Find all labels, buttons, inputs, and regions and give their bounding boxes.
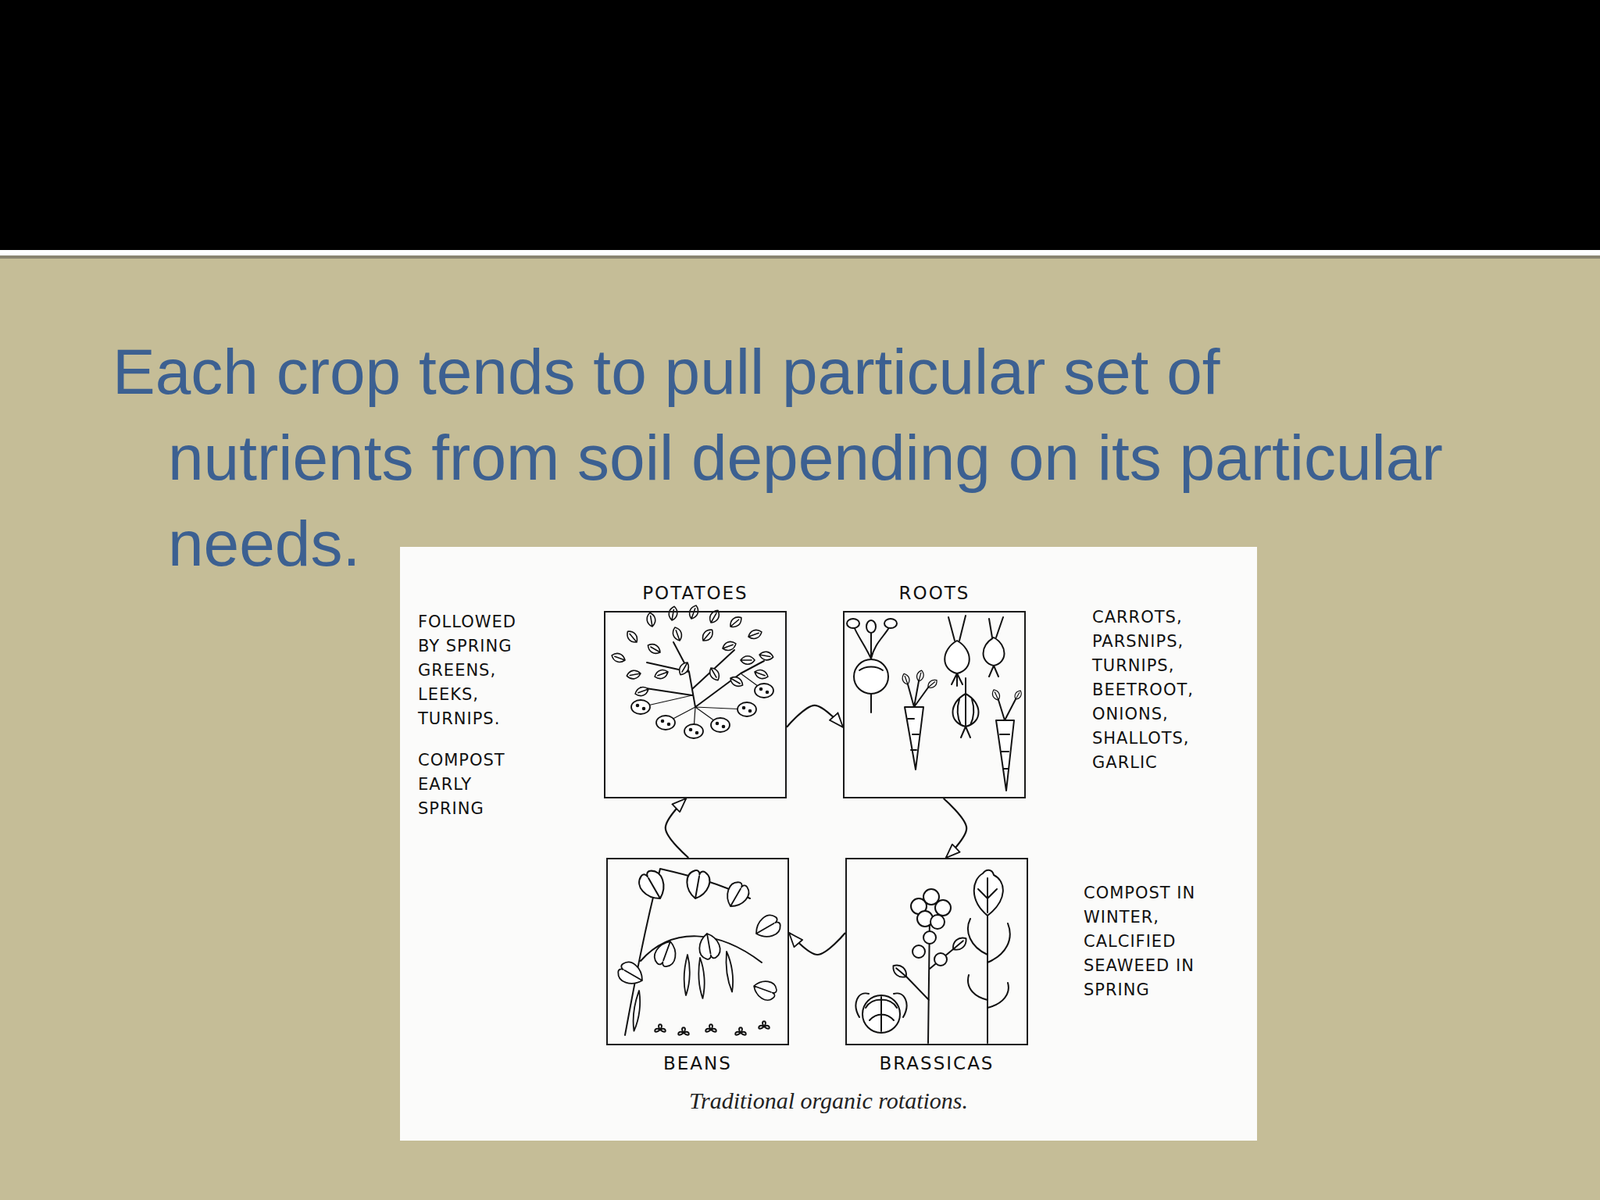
bed-heading: ROOTS — [844, 582, 1025, 604]
side-note: COMPOST IN WINTER, CALCIFIED SEAWEED IN … — [1083, 881, 1218, 1003]
header-rule — [0, 250, 1600, 256]
figure-caption: Traditional organic rotations. — [400, 1087, 1258, 1115]
potato-plant — [610, 603, 774, 739]
rotation-bed: BRASSICAS — [845, 857, 1029, 1046]
bed-heading: POTATOES — [605, 582, 786, 604]
rotation-arrow — [789, 932, 846, 955]
header-bar — [0, 0, 1600, 250]
root-vegetables — [846, 615, 1023, 791]
side-note: CARROTS, PARSNIPS, TURNIPS, BEETROOT, ON… — [1092, 605, 1218, 775]
side-note: FOLLOWED BY SPRING GREENS, LEEKS, TURNIP… — [417, 610, 536, 732]
slide-text: Each crop tends to pull particular set o… — [112, 328, 1465, 587]
rotation-bed: ROOTS — [842, 610, 1026, 799]
header-shadow — [0, 255, 1600, 259]
rotation-bed: POTATOES — [603, 610, 787, 799]
bean-plant — [614, 867, 783, 1036]
rotation-bed: BEANS — [606, 857, 790, 1046]
bed-heading: BRASSICAS — [846, 1053, 1027, 1074]
scanned-figure — [400, 546, 1258, 1141]
rotation-arrow — [665, 798, 690, 858]
bed-heading: BEANS — [607, 1053, 788, 1074]
rotation-arrow — [943, 798, 968, 858]
brassica-plants — [856, 870, 1011, 1043]
side-note: COMPOST EARLY SPRING — [417, 748, 536, 822]
rotation-arrow — [786, 705, 843, 728]
